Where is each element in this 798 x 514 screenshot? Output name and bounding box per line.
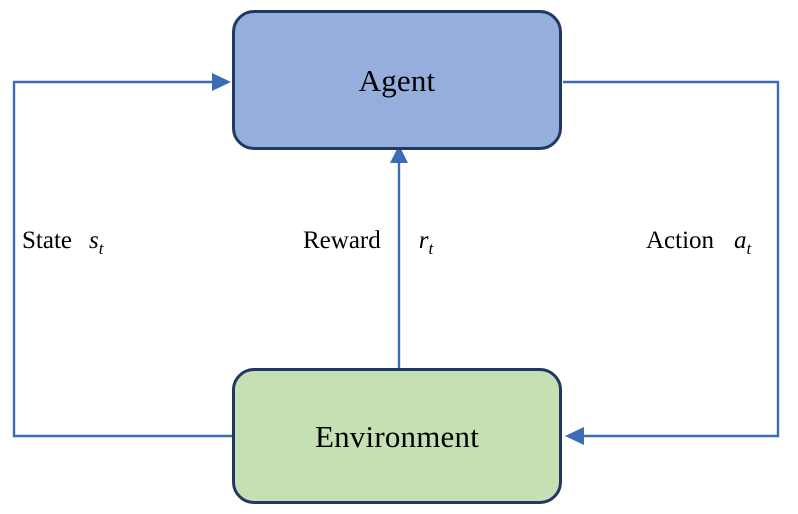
state-label-word: State (22, 227, 72, 254)
reward-edge-label: Reward r t (303, 227, 433, 257)
action-connector-line (563, 80, 780, 438)
reward-label-word: Reward (303, 227, 381, 254)
agent-node-label: Agent (358, 62, 436, 98)
state-edge-label: State s t (22, 227, 103, 257)
agent-node[interactable]: Agent (232, 10, 562, 150)
state-connector-line (12, 80, 233, 438)
state-arrowhead-icon (212, 73, 231, 91)
edge-state (12, 73, 233, 438)
environment-node[interactable]: Environment (232, 368, 562, 504)
reward-symbol-subscript: t (428, 239, 434, 258)
reward-arrowhead-icon (390, 145, 408, 163)
action-symbol: a (734, 227, 747, 254)
action-edge-label: Action a t (646, 227, 751, 257)
environment-node-label: Environment (314, 418, 480, 454)
reward-symbol: r (418, 227, 429, 254)
action-label-word: Action (646, 227, 715, 254)
state-symbol-subscript: t (98, 239, 104, 258)
action-symbol-subscript: t (746, 239, 752, 258)
action-arrowhead-icon (565, 427, 584, 445)
state-symbol: s (89, 227, 99, 254)
edge-action (563, 80, 780, 445)
edge-reward (390, 145, 408, 370)
